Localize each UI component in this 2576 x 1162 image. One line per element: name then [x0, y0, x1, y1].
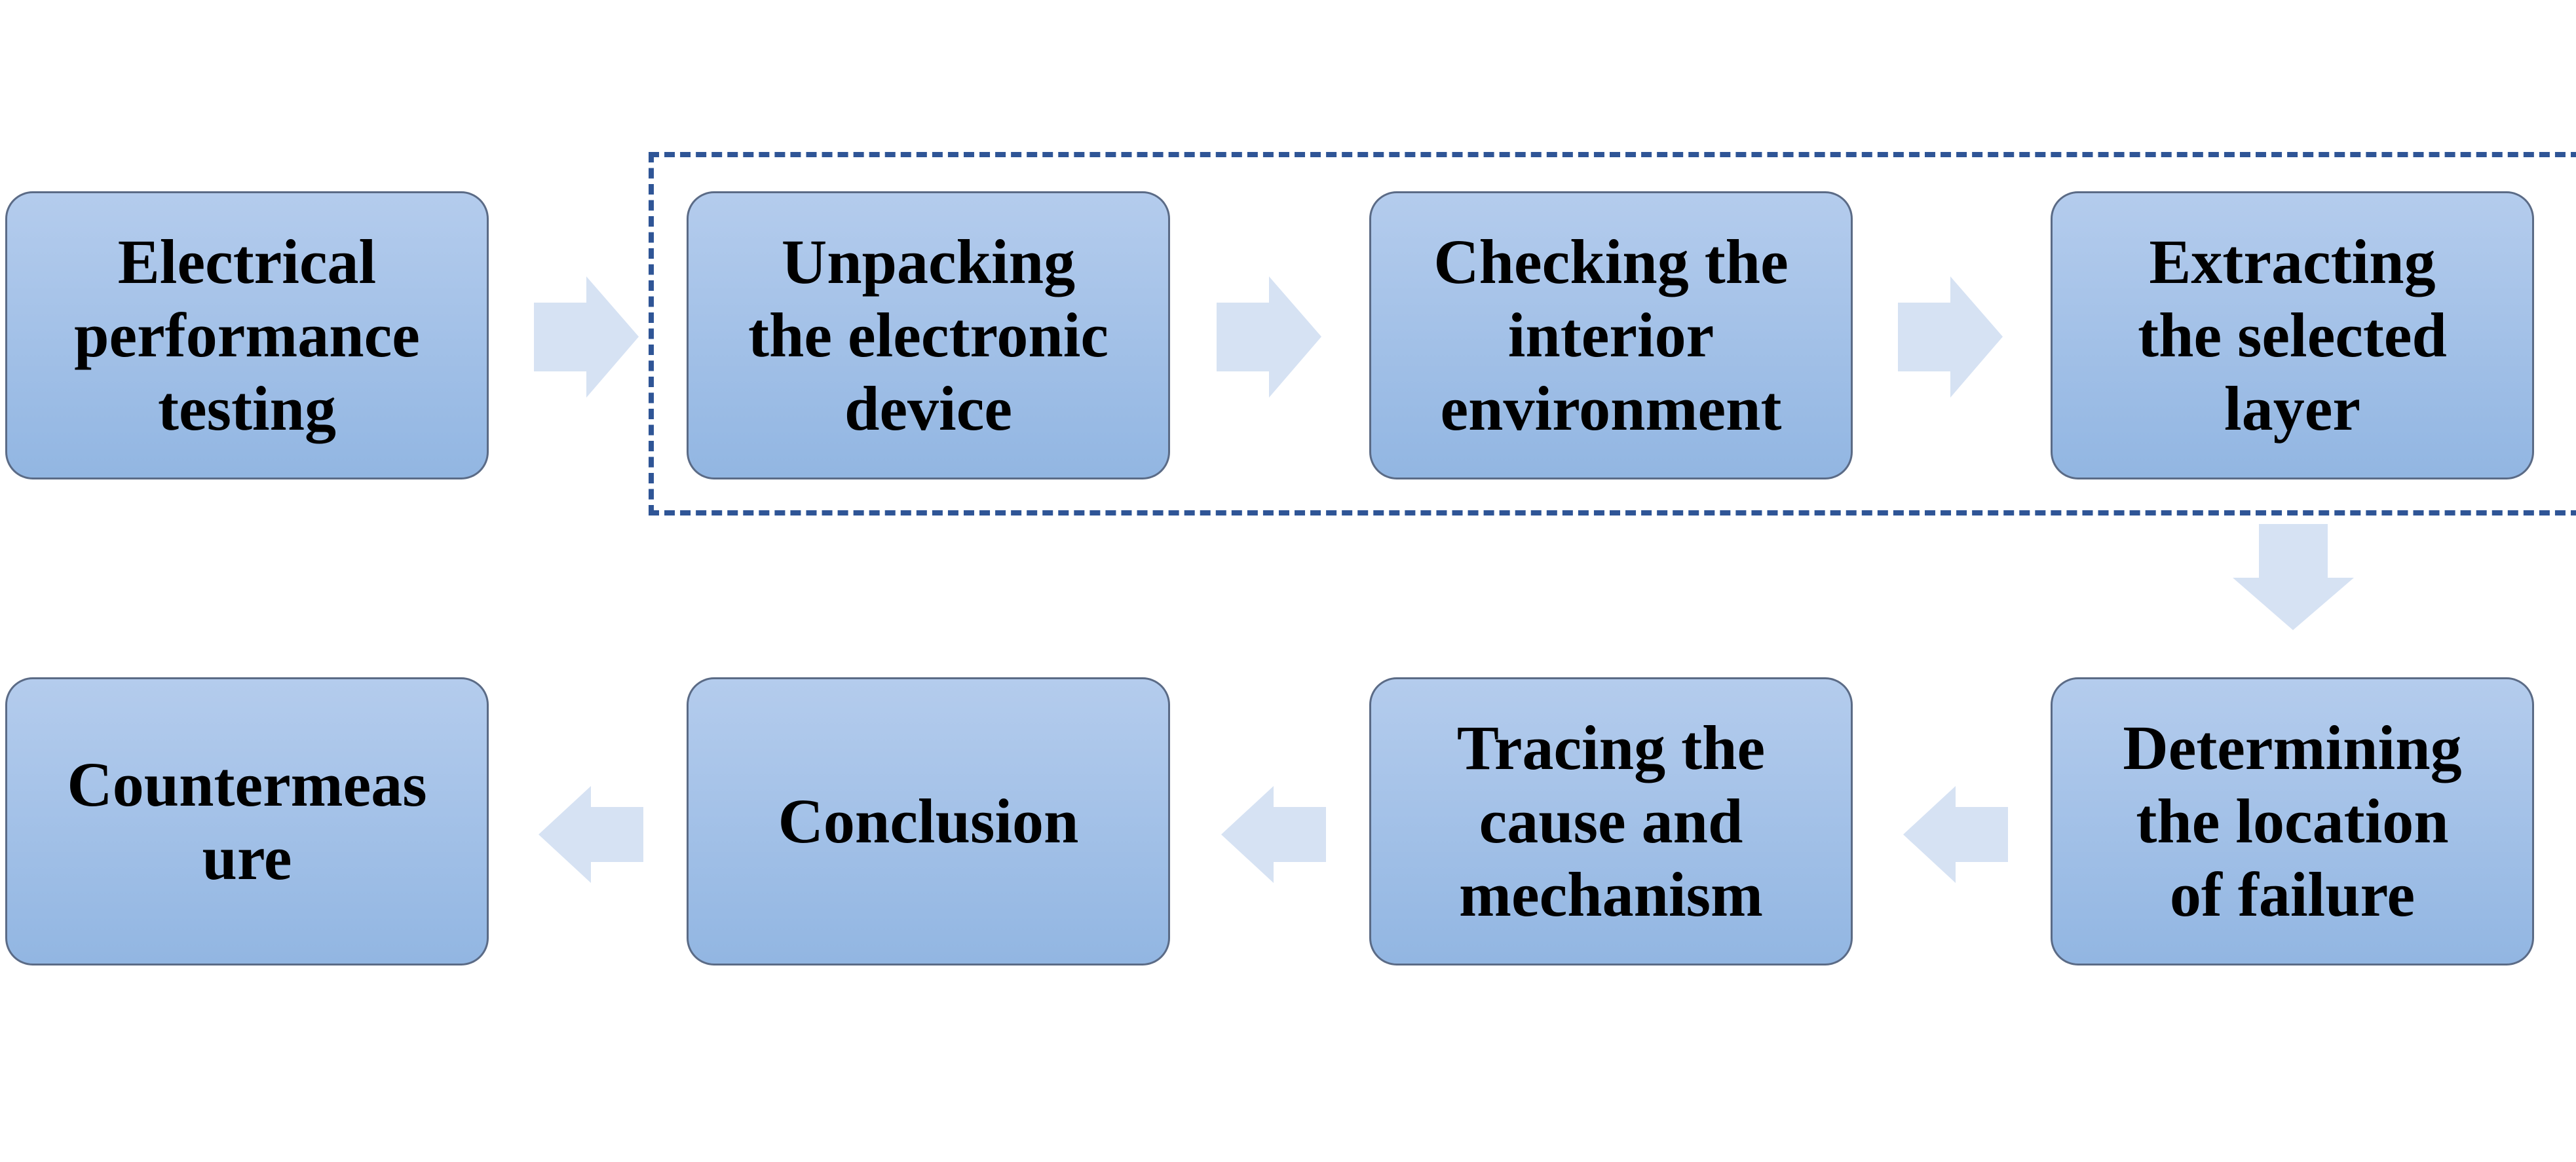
step-extracting-selected-layer: Extracting the selected layer — [2051, 191, 2534, 479]
step-label: Electrical performance testing — [74, 227, 420, 443]
dashed-group-border — [649, 152, 2576, 515]
step-conclusion: Conclusion — [687, 677, 1170, 965]
step-tracing-cause-and-mechanism: Tracing the cause and mechanism — [1369, 677, 1853, 965]
arrow-right-icon — [1898, 276, 2003, 398]
arrow-right-icon — [534, 276, 639, 398]
step-label: Checking the interior environment — [1433, 227, 1789, 443]
step-label: Countermeas ure — [67, 749, 427, 893]
step-label: Determining the location of failure — [2123, 713, 2462, 929]
step-determining-location-of-failure: Determining the location of failure — [2051, 677, 2534, 965]
step-checking-interior-environment: Checking the interior environment — [1369, 191, 1853, 479]
arrow-left-icon — [539, 786, 643, 883]
step-label: Unpacking the electronic device — [748, 227, 1108, 443]
step-unpacking-electronic-device: Unpacking the electronic device — [687, 191, 1170, 479]
step-label: Tracing the cause and mechanism — [1456, 713, 1766, 929]
arrow-right-icon — [1217, 276, 1321, 398]
step-electrical-performance-testing: Electrical performance testing — [5, 191, 489, 479]
arrow-left-icon — [1221, 786, 1326, 883]
step-label: Extracting the selected layer — [2138, 227, 2447, 443]
step-label: Conclusion — [778, 786, 1079, 856]
arrow-left-icon — [1903, 786, 2008, 883]
arrow-down-icon — [2233, 524, 2354, 630]
step-countermeasure: Countermeas ure — [5, 677, 489, 965]
